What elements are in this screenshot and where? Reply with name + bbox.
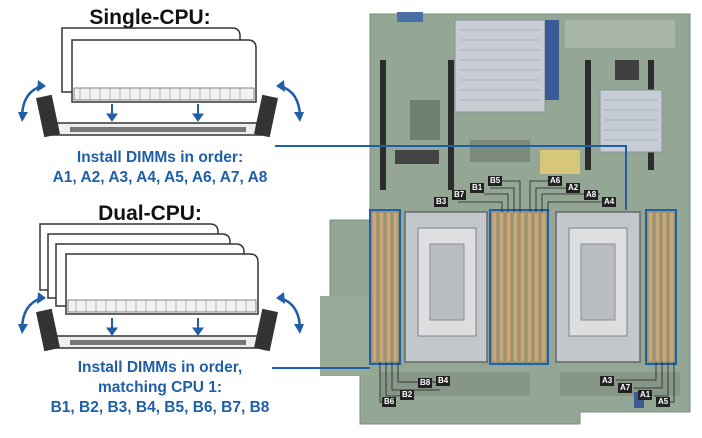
single-cpu-instruction: Install DIMMs in order: A1, A2, A3, A4, … — [0, 148, 320, 188]
slot-label-a7: A7 — [618, 383, 633, 393]
slot-label-b2: B2 — [400, 390, 415, 400]
slot-label-a3: A3 — [600, 376, 615, 386]
slot-label-a6: A6 — [548, 176, 563, 186]
cpu2-dimm-highlight-left — [369, 209, 401, 365]
slot-label-a2: A2 — [566, 183, 581, 193]
cpu2-dimm-highlight-right — [489, 209, 549, 365]
slot-label-b5: B5 — [488, 176, 503, 186]
cpu2-dimm-slots — [371, 211, 675, 363]
dual-cpu-instruction-line2: matching CPU 1: — [97, 379, 222, 396]
dual-cpu-dimm-illustration — [18, 223, 304, 352]
single-cpu-callout-line — [275, 145, 627, 210]
slot-label-a1: A1 — [638, 390, 653, 400]
single-cpu-instruction-line1: Install DIMMs in order: — [76, 149, 244, 166]
slot-label-b4: B4 — [436, 376, 451, 386]
single-cpu-heading: Single-CPU: — [89, 6, 211, 29]
slot-label-a8: A8 — [584, 190, 599, 200]
dual-cpu-order: B1, B2, B3, B4, B5, B6, B7, B8 — [50, 399, 270, 416]
dual-cpu-heading: Dual-CPU: — [98, 202, 202, 225]
slot-label-a4: A4 — [602, 197, 617, 207]
single-cpu-dimm-illustration — [18, 27, 304, 138]
slot-label-b1: B1 — [470, 183, 485, 193]
slot-label-b6: B6 — [382, 397, 397, 407]
dual-cpu-instruction: Install DIMMs in order, matching CPU 1: … — [0, 358, 320, 418]
slot-label-b7: B7 — [452, 190, 467, 200]
slot-label-b8: B8 — [418, 378, 433, 388]
cpu1-dimm-highlight-right — [645, 209, 677, 365]
slot-label-b3: B3 — [434, 197, 449, 207]
slot-label-a5: A5 — [656, 397, 671, 407]
dual-cpu-instruction-line1: Install DIMMs in order, — [77, 359, 243, 376]
single-cpu-order: A1, A2, A3, A4, A5, A6, A7, A8 — [52, 169, 268, 186]
